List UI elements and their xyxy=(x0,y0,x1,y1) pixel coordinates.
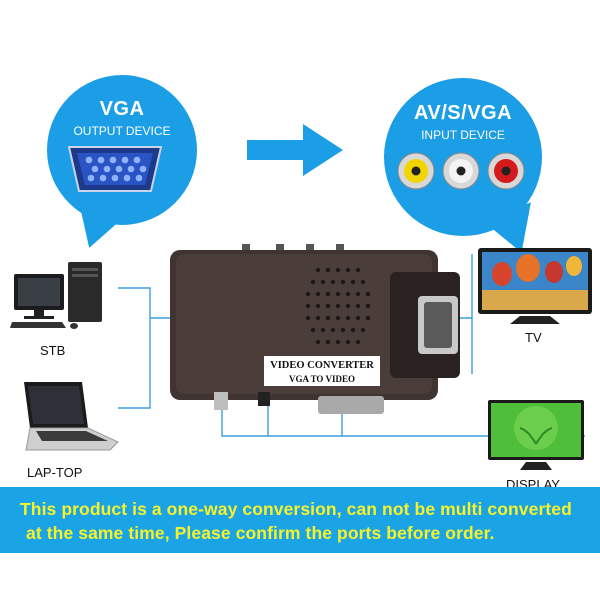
desktop-computer-icon xyxy=(10,262,102,329)
device-model: VGA TO VIDEO xyxy=(288,374,356,384)
laptop-icon xyxy=(24,382,119,451)
video-converter-device xyxy=(170,244,460,414)
av-bubble-title: AV/S/VGA xyxy=(413,102,513,124)
notice-banner: This product is a one-way conversion, ca… xyxy=(0,487,600,553)
tv-label: TV xyxy=(525,330,542,345)
stb-label: STB xyxy=(40,343,66,358)
av-bubble-subtitle: INPUT DEVICE xyxy=(421,128,505,142)
rca-jacks-icon xyxy=(397,152,525,190)
device-name: VIDEO CONVERTER xyxy=(270,360,374,371)
laptop-label: LAP-TOP xyxy=(27,465,83,480)
vga-bubble-subtitle: OUTPUT DEVICE xyxy=(73,124,171,138)
vga-port-icon xyxy=(67,146,163,192)
vga-bubble-title: VGA xyxy=(99,98,145,120)
display-monitor-icon xyxy=(488,400,584,470)
direction-arrow-icon xyxy=(247,124,343,176)
tv-icon xyxy=(478,248,592,324)
banner-line-2: at the same time, Please confirm the por… xyxy=(26,523,495,543)
banner-line-1: This product is a one-way conversion, ca… xyxy=(20,499,572,519)
